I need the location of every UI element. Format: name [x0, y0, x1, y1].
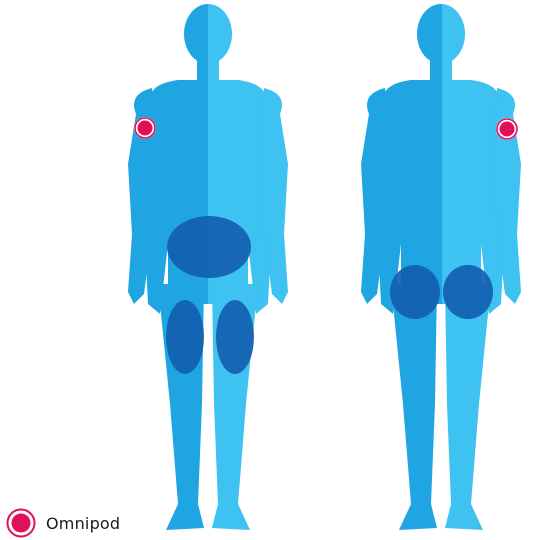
left-thigh-injection-zone	[166, 300, 204, 374]
back-arm-omnipod-marker	[496, 118, 518, 140]
omnipod-marker-icon	[6, 508, 36, 538]
abdomen-injection-zone	[167, 216, 251, 278]
back-body-figure	[361, 4, 521, 530]
left-buttock-injection-zone	[390, 265, 440, 319]
legend-label: Omnipod	[46, 513, 121, 533]
right-buttock-injection-zone	[443, 265, 493, 319]
front-arm-omnipod-marker	[134, 117, 156, 139]
right-thigh-injection-zone	[216, 300, 254, 374]
legend: Omnipod	[6, 508, 120, 538]
front-body-figure	[128, 4, 288, 530]
